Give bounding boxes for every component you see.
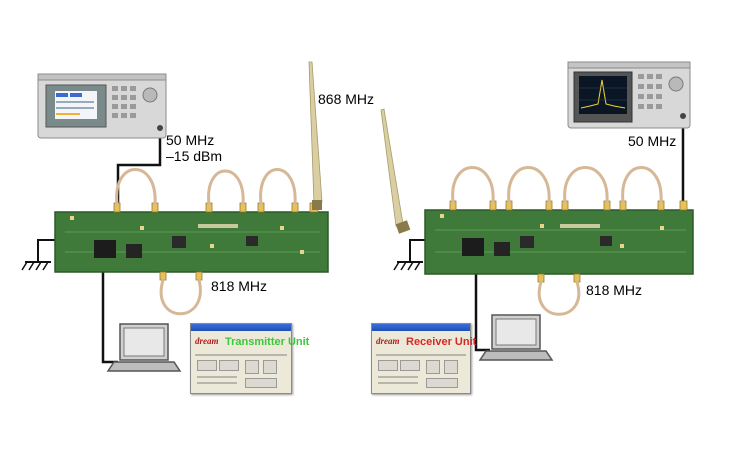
tx-loop-frequency-label: 818 MHz (211, 278, 268, 294)
rx-window-button[interactable] (426, 378, 458, 388)
rx-output-frequency-label: 50 MHz (628, 133, 677, 149)
spectrum-analyzer (567, 61, 691, 129)
signal-generator-knob (142, 87, 158, 103)
spectrum-trace (580, 79, 626, 109)
tx-ground-wire (37, 239, 55, 262)
tx-ground-symbol-icon (21, 261, 51, 271)
tx-window-button[interactable] (263, 360, 277, 374)
transmitter-unit-window[interactable]: dream Transmitter Unit (190, 323, 309, 394)
tx-laptop-icon (106, 323, 182, 372)
rx-window-logo: dream (376, 336, 400, 346)
tx-antenna-icon (308, 61, 323, 210)
tx-input-power-label: –15 dBm (166, 148, 223, 164)
rx-ground-wire (409, 239, 425, 262)
rx-sma-connectors (449, 200, 688, 283)
tx-input-frequency-label: 50 MHz (166, 132, 215, 148)
rx-coax-loops (451, 166, 663, 316)
tx-laptop-cable (101, 272, 118, 364)
rx-ground-symbol-icon (393, 261, 423, 271)
rx-window-button[interactable] (444, 360, 458, 374)
rx-laptop-cable (474, 274, 490, 352)
tx-window-button[interactable] (245, 360, 259, 374)
rx-window-heading: Receiver Unit (406, 336, 477, 348)
tx-window-button[interactable] (219, 360, 239, 371)
receiver-unit-window[interactable]: dream Receiver Unit (371, 323, 476, 394)
tx-board-chip (94, 240, 116, 258)
tx-window-title-bar[interactable] (191, 324, 291, 331)
rx-window-button[interactable] (426, 360, 440, 374)
rx-window-button[interactable] (378, 360, 398, 371)
receiver-board (424, 200, 694, 283)
rx-loop-frequency-label: 818 MHz (586, 282, 643, 298)
signal-generator (37, 73, 167, 139)
antenna-frequency-label: 868 MHz (318, 91, 375, 107)
spectrum-analyzer-screen (579, 76, 627, 114)
rx-window-button[interactable] (400, 360, 420, 371)
spectrum-analyzer-knob (668, 76, 684, 92)
rx-laptop-icon (478, 314, 554, 361)
tx-window-button[interactable] (245, 378, 277, 388)
rx-board-chip (462, 238, 484, 256)
rx-antenna-icon (380, 108, 411, 234)
tx-window-logo: dream (195, 336, 219, 346)
transmitter-board (54, 202, 329, 281)
tx-coax-loops (115, 168, 297, 316)
tx-window-heading: Transmitter Unit (225, 336, 310, 348)
tx-window-button[interactable] (197, 360, 217, 371)
rx-window-title-bar[interactable] (372, 324, 470, 331)
